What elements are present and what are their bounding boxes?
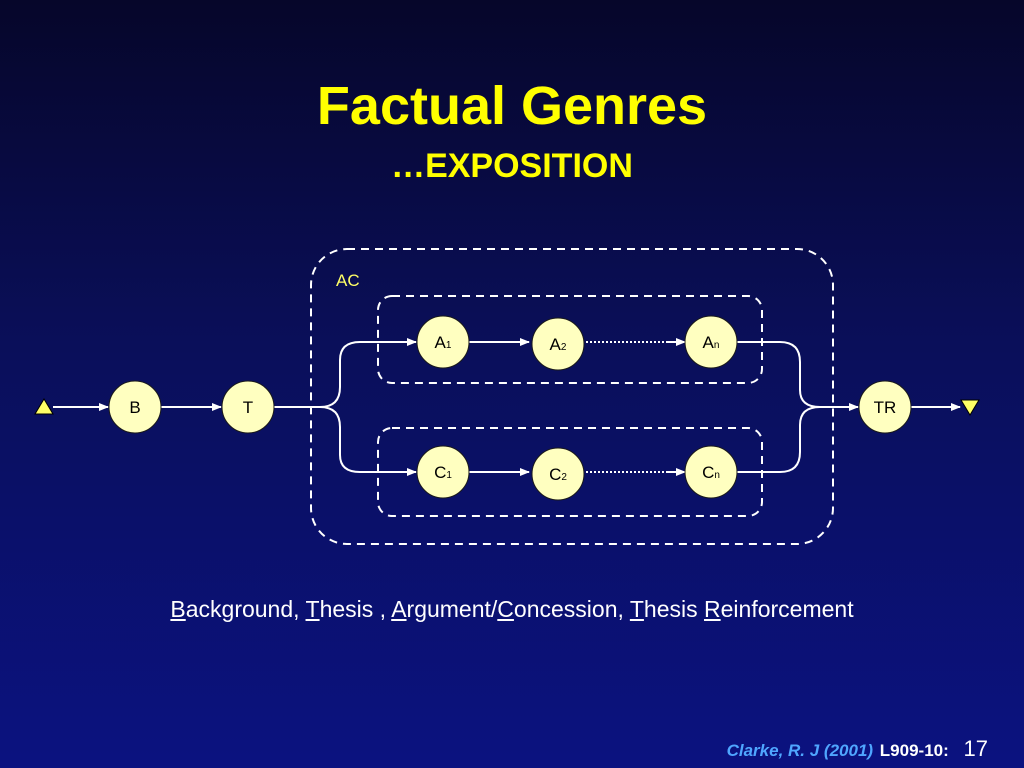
node-a2-label: A	[550, 335, 562, 354]
caption-initial-3: A	[391, 596, 407, 622]
node-a1-sub: 1	[446, 340, 452, 351]
caption-text-2: hesis ,	[319, 596, 392, 622]
caption-initial-6: R	[704, 596, 721, 622]
caption-initial-4: C	[497, 596, 514, 622]
node-c1: C1	[416, 445, 470, 499]
node-c1-label: C	[434, 463, 446, 482]
argument-box	[377, 295, 763, 384]
svg-text:C1: C1	[434, 463, 452, 482]
caption-initial-1: B	[170, 596, 186, 622]
caption-text-5: hesis	[643, 596, 705, 622]
node-a2-sub: 2	[561, 342, 567, 353]
node-thesis: T	[221, 380, 275, 434]
node-a1: A1	[416, 315, 470, 369]
node-thesis-reinforcement: TR	[858, 380, 912, 434]
node-tr-label: TR	[874, 398, 897, 417]
caption-text-1: ackground,	[185, 596, 306, 622]
svg-text:A1: A1	[435, 333, 452, 352]
node-a1-label: A	[435, 333, 447, 352]
caption-initial-2: T	[305, 596, 320, 622]
svg-text:C2: C2	[549, 465, 567, 484]
node-c2-label: C	[549, 465, 561, 484]
merge-from-concession	[737, 406, 821, 473]
node-c2-sub: 2	[561, 472, 567, 483]
node-c2: C2	[531, 447, 585, 501]
branch-to-argument	[274, 338, 417, 408]
node-cn-sub: n	[714, 470, 720, 481]
caption-text-4: oncession,	[513, 596, 630, 622]
footer-citation: Clarke, R. J (2001)	[726, 741, 874, 760]
end-terminal-icon	[960, 399, 980, 416]
node-an: An	[684, 315, 738, 369]
start-terminal-icon	[34, 398, 54, 415]
svg-text:TR: TR	[874, 398, 897, 417]
node-t-label: T	[243, 398, 253, 417]
svg-text:B: B	[129, 398, 140, 417]
node-b-label: B	[129, 398, 140, 417]
ac-group-label: AC	[336, 271, 360, 290]
stage-caption: Background, Thesis , Argument/Concession…	[0, 596, 1024, 623]
slide-footer: Clarke, R. J (2001) L909-10: 17	[727, 736, 988, 762]
node-a2: A2	[531, 317, 585, 371]
node-cn: Cn	[684, 445, 738, 499]
footer-course-code: L909-10:	[879, 741, 949, 760]
svg-text:Cn: Cn	[702, 463, 720, 482]
svg-text:T: T	[243, 398, 253, 417]
caption-text-6: einforcement	[720, 596, 854, 622]
svg-text:A2: A2	[550, 335, 567, 354]
slide-title: Factual Genres	[316, 76, 708, 136]
node-an-label: A	[703, 333, 715, 352]
node-an-sub: n	[714, 340, 720, 351]
page-number: 17	[963, 736, 988, 761]
branch-to-concession	[319, 406, 417, 476]
svg-text:An: An	[703, 333, 720, 352]
ac-outer-box	[310, 248, 834, 545]
merge-from-argument	[737, 341, 859, 411]
slide-subtitle: …EXPOSITION	[391, 147, 633, 185]
caption-initial-5: T	[629, 596, 644, 622]
node-cn-label: C	[702, 463, 714, 482]
node-background: B	[108, 380, 162, 434]
node-c1-sub: 1	[446, 470, 452, 481]
caption-text-3: rgument/	[406, 596, 498, 622]
